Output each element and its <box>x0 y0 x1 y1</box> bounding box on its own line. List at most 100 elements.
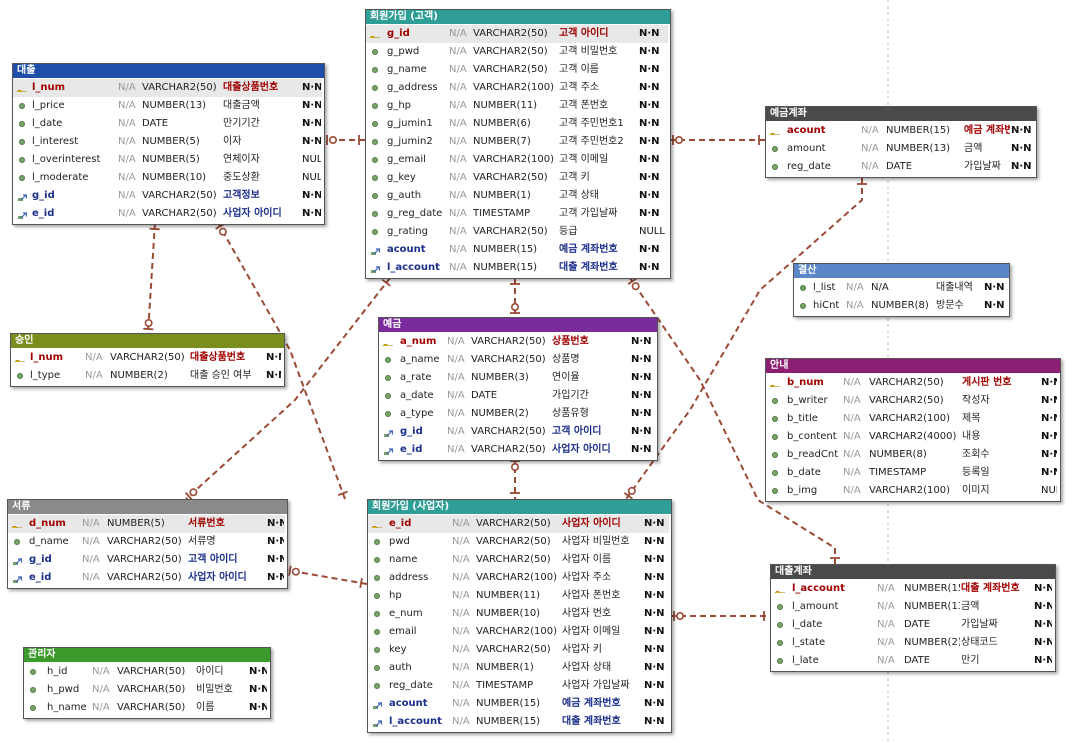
table-header[interactable]: 예금 <box>379 318 657 332</box>
table-header[interactable]: 대출 <box>13 64 324 78</box>
table-header[interactable]: 대출계좌 <box>771 565 1055 579</box>
column-nullable: N·N <box>639 262 660 273</box>
column-name: e_num <box>389 608 423 619</box>
column-type: DATE <box>904 655 931 666</box>
column-icon <box>374 683 380 689</box>
table-header[interactable]: 회원가입 (고객) <box>366 10 670 24</box>
table-header[interactable]: 회원가입 (사업자) <box>368 500 671 514</box>
table-header[interactable]: 승인 <box>11 334 284 348</box>
column-comment: 금액 <box>964 143 983 154</box>
table-approval[interactable]: 승인l_numN/AVARCHAR2(50)대출상품번호N·Nl_typeN/A… <box>10 333 285 387</box>
table-header[interactable]: 안내 <box>766 359 1060 373</box>
column-type: NUMBER(11) <box>476 590 541 601</box>
table-header[interactable]: 서류 <box>8 500 287 514</box>
column-nullable: N·N <box>639 64 660 75</box>
table-header[interactable]: 결산 <box>794 264 1009 278</box>
column-name: acount <box>387 244 426 255</box>
column-name: d_name <box>29 536 69 547</box>
column-name: b_img <box>787 485 818 496</box>
table-header[interactable]: 예금계좌 <box>766 107 1036 121</box>
table-header[interactable]: 관리자 <box>24 648 270 662</box>
column-type: NUMBER(3) <box>471 372 529 383</box>
